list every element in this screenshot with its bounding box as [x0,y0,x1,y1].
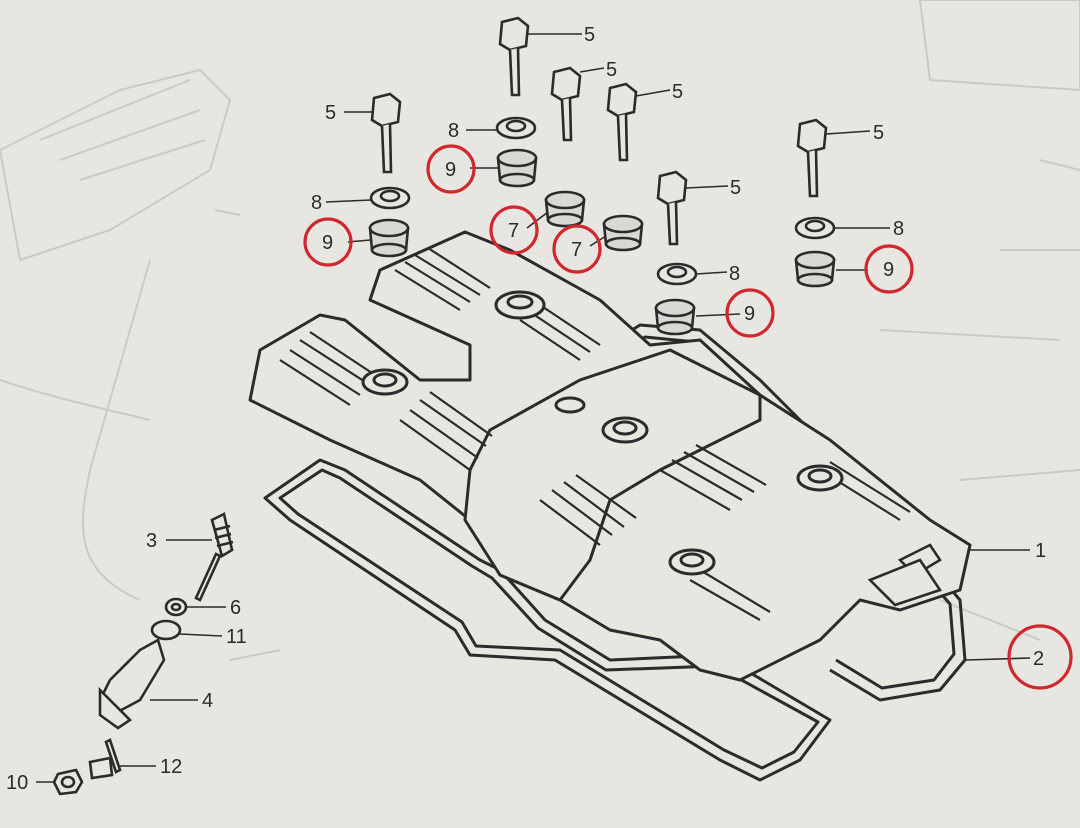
bolt-5b [550,66,582,142]
head-cover-fins [279,247,911,621]
highlight-2 [1007,624,1073,690]
callout-4: 4 [202,690,213,712]
callout-1: 1 [1035,540,1046,562]
callout-10: 10 [6,772,28,794]
bolt-5a [498,16,530,97]
bolts-part-5 [370,16,828,246]
callout-9d: 9 [744,303,755,325]
callout-8c: 8 [893,218,904,240]
head-cover-end-cap [867,543,943,607]
highlight-circles [303,144,1073,690]
callout-7a: 7 [508,220,519,242]
leader-lines [36,33,1031,783]
callout-7b: 7 [571,239,582,261]
callout-11: 11 [226,626,247,648]
tachometer-gear-assembly [52,512,234,796]
highlight-9c [864,244,914,294]
bolt-5d [370,92,402,174]
callout-5c: 5 [672,81,683,103]
background-bleedthrough [0,0,1080,661]
grommets-part-9-7 [368,148,836,336]
bolt-5e [796,118,828,198]
callout-9a: 9 [445,159,456,181]
bolt-5f [656,170,688,246]
callout-5f: 5 [730,177,741,199]
callout-8b: 8 [311,192,322,214]
callout-8d: 8 [729,263,740,285]
callout-12: 12 [160,756,182,778]
callout-labels: 5 5 5 5 5 5 8 8 8 8 9 9 9 9 7 7 1 2 3 4 … [6,24,1046,794]
callout-9c: 9 [883,259,894,281]
callout-5b: 5 [606,59,617,81]
head-cover-oil-ports [361,290,844,576]
highlight-9a [426,144,476,194]
highlight-7a [489,205,539,255]
callout-2: 2 [1033,648,1044,670]
callout-3: 3 [146,530,157,552]
highlight-7b [552,224,602,274]
bolt-5c [606,82,638,162]
washers-part-8 [369,116,836,286]
callout-9b: 9 [322,232,333,254]
callout-5e: 5 [873,122,884,144]
callout-5d: 5 [325,102,336,124]
callout-6: 6 [230,597,241,619]
callout-8a: 8 [448,120,459,142]
head-cover-body [248,230,972,682]
highlight-9d [725,288,775,338]
callout-5a: 5 [584,24,595,46]
highlight-9b [303,217,353,267]
